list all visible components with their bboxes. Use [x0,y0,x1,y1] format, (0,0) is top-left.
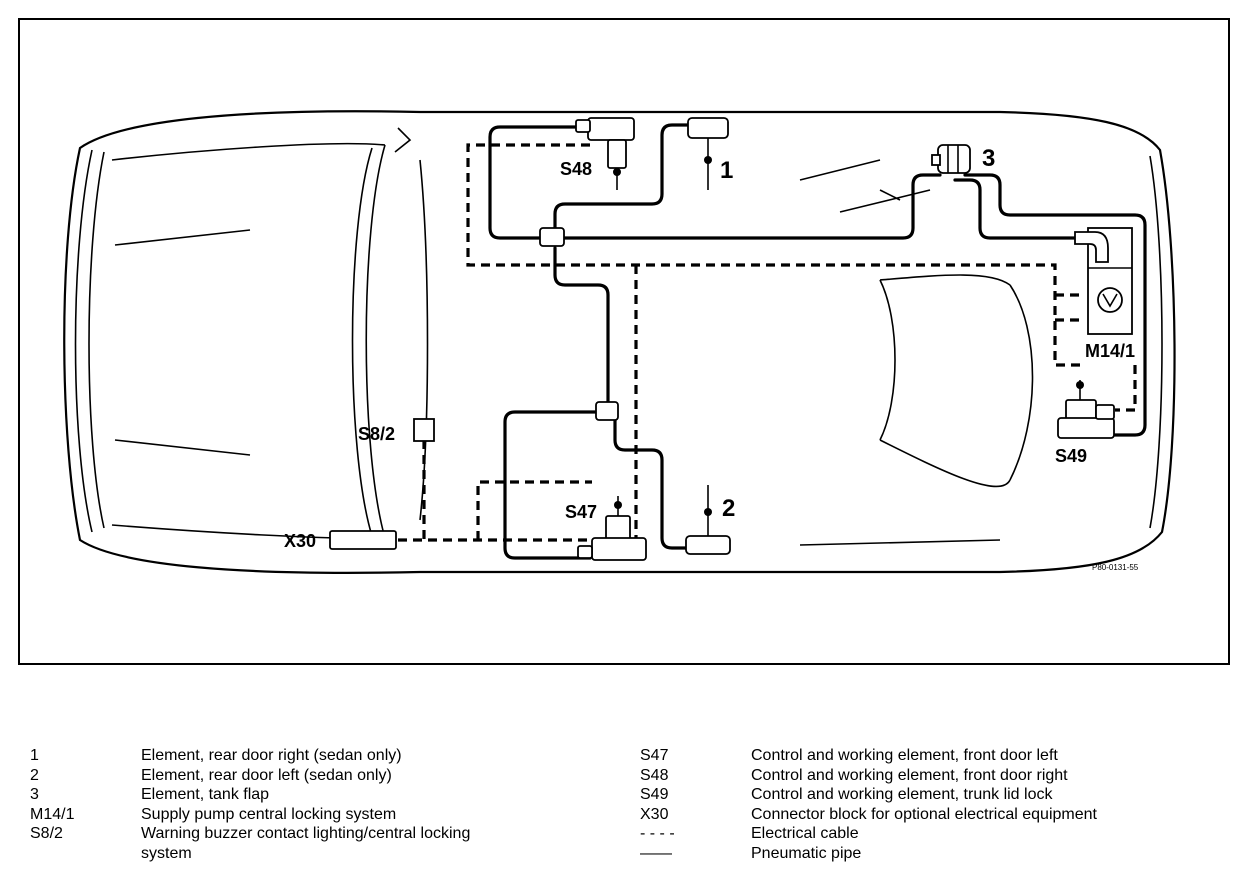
legend-code: S8/2 [30,825,63,842]
legend-code: X30 [640,805,669,823]
legend-code: S47 [640,747,669,764]
legend-code: 1 [30,747,39,764]
element-2-label: 2 [722,495,735,522]
legend-row: system [30,844,590,864]
legend-text: Connector block for optional electrical … [751,805,1097,823]
legend-text: Control and working element, front door … [751,747,1058,764]
pneumatic-pipes [488,123,1147,560]
legend-text: Control and working element, front door … [751,766,1068,784]
x30-label: X30 [284,531,316,551]
legend-code: 3 [30,786,39,803]
legend-text: Warning buzzer contact lighting/central … [141,825,471,842]
legend-row: S48 Control and working element, front do… [640,766,1200,786]
legend-code: S48 [640,766,669,784]
legend-row: - - - - Electrical cable [640,824,1200,844]
element-1-label: 1 [720,157,733,184]
legend-left: 1 Element, rear door right (sedan only) 2… [30,746,590,863]
legend-text: Element, tank flap [141,786,270,803]
m14-1-label: M14/1 [1085,341,1135,361]
s48-label: S48 [560,159,592,179]
element-3-label: 3 [982,145,995,172]
electrical-cables [398,143,1137,565]
s8-2-label: S8/2 [358,424,395,444]
legend-row: 3 Element, tank flap [30,785,590,805]
legend-row: M14/1 Supply pump central locking system [30,805,590,825]
car-body-outline [63,110,1176,574]
legend-text: Control and working element, trunk lid l… [751,786,1053,803]
legend-row: S49 Control and working element, trunk li… [640,785,1200,805]
legend-text: Electrical cable [751,825,859,842]
legend-row: S8/2 Warning buzzer contact lighting/cent… [30,824,590,844]
legend-row: —— Pneumatic pipe [640,844,1200,864]
element-2 [685,485,731,555]
legend-row: S47 Control and working element, front do… [640,746,1200,766]
legend-code [30,844,141,864]
s48-element [575,117,635,190]
legend-code: S49 [640,786,669,803]
diagram-frame [18,18,1230,665]
legend-text: Supply pump central locking system [141,805,397,823]
legend-row: X30 Connector block for optional electric… [640,805,1200,825]
legend-code: 2 [30,766,39,784]
legend-text: Element, rear door left (sedan only) [141,766,392,784]
legend-text: Element, rear door right (sedan only) [141,747,402,764]
legend-row: 1 Element, rear door right (sedan only) [30,746,590,766]
pipe-tee-connectors [539,227,619,421]
legend-code: - - - - [640,825,675,842]
s47-element [577,496,647,561]
m14-1-supply-pump [1074,227,1133,335]
legend-text: Pneumatic pipe [751,844,862,862]
part-number: P80-0131-55 [1092,563,1139,572]
s49-element [1057,380,1115,439]
s8-2-box [413,418,435,442]
x30-connector-block [329,530,397,550]
legend-text: system [141,844,192,862]
element-1 [687,117,729,190]
element-3 [931,144,971,174]
legend-code: —— [640,844,672,862]
s47-label: S47 [565,502,597,522]
legend-row: 2 Element, rear door left (sedan only) [30,766,590,786]
legend-code: M14/1 [30,805,75,823]
s49-label: S49 [1055,446,1087,466]
